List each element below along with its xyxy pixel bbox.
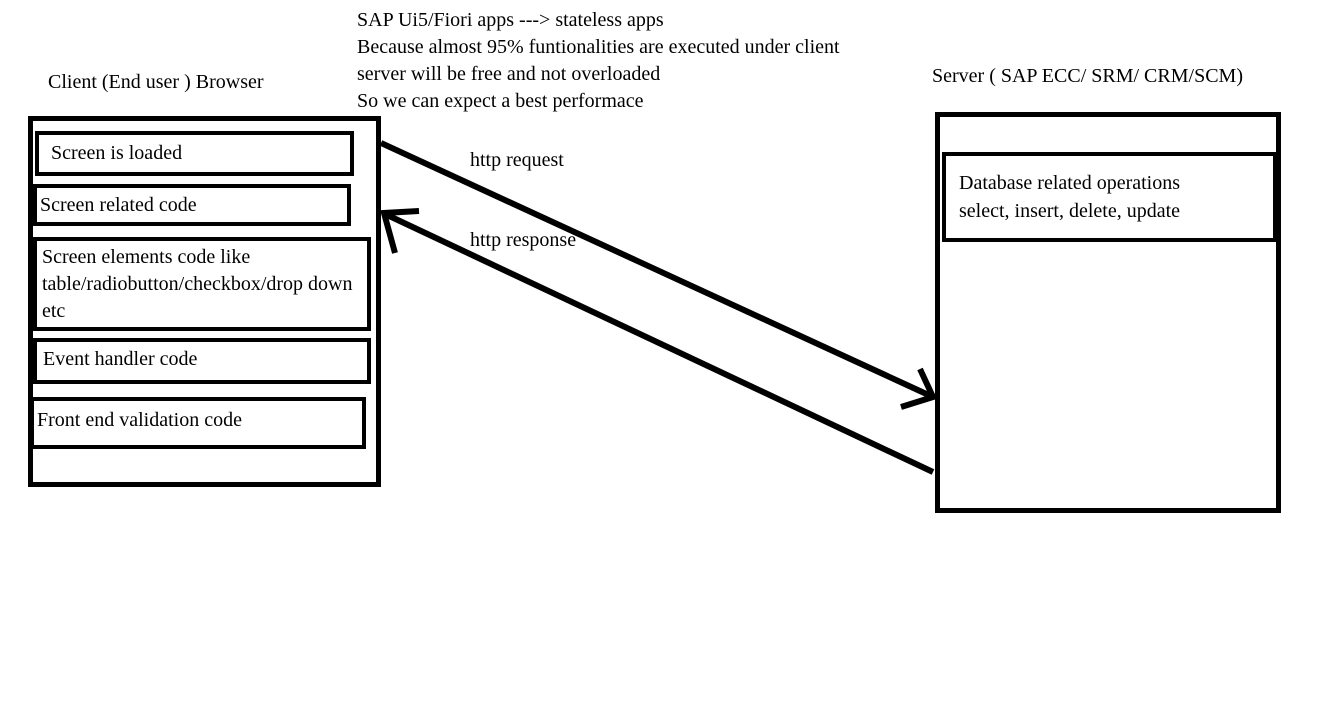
client-title: Client (End user ) Browser	[48, 71, 264, 93]
server-db-operations-box: Database related operations select, inse…	[942, 152, 1277, 242]
note-line-1: SAP Ui5/Fiori apps ---> stateless apps	[357, 9, 664, 31]
client-step-event-handler-code: Event handler code	[33, 338, 371, 384]
http-response-arrow	[380, 208, 935, 475]
notes-block: SAP Ui5/Fiori apps ---> stateless apps B…	[357, 7, 840, 115]
server-db-operations-line-1: Database related operations	[959, 172, 1181, 194]
note-line-2: Because almost 95% funtionalities are ex…	[357, 36, 840, 58]
http-request-arrow	[379, 140, 938, 410]
client-step-front-end-validation: Front end validation code	[30, 397, 366, 449]
http-response-label: http response	[470, 229, 577, 251]
note-line-3: server will be free and not overloaded	[357, 63, 661, 85]
client-step-screen-loaded: Screen is loaded	[35, 131, 354, 176]
server-title: Server ( SAP ECC/ SRM/ CRM/SCM)	[932, 65, 1243, 87]
note-line-4: So we can expect a best performace	[357, 90, 644, 112]
http-request-label: http request	[470, 149, 564, 171]
client-step-screen-elements-code: Screen elements code like table/radiobut…	[33, 237, 371, 331]
client-step-screen-related-code: Screen related code	[33, 184, 351, 226]
server-db-operations-line-2: select, insert, delete, update	[959, 200, 1181, 222]
